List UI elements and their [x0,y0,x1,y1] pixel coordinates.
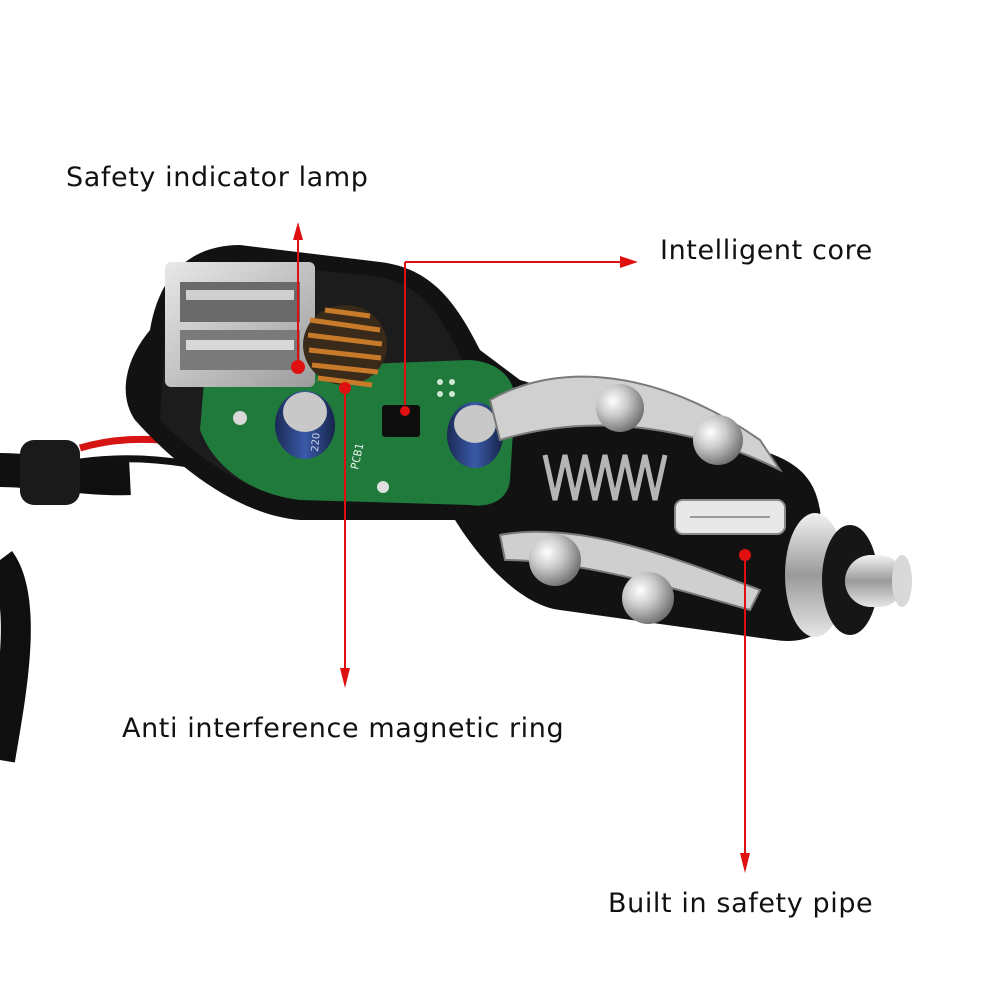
contact-dome [693,415,743,465]
contact-dome [596,384,644,432]
pcb-board: PCB1 [200,360,515,506]
callout-anti-interference-ring: Anti interference magnetic ring [122,713,565,744]
pcb-pad [377,481,389,493]
usb-port [165,262,315,387]
arrowhead-pipe [740,853,750,873]
callout-built-in-safety-pipe: Built in safety pipe [608,888,874,919]
mount-hole [233,411,247,425]
arrowhead-core [620,256,638,268]
callout-intelligent-core: Intelligent core [660,235,873,266]
pcb-silkscreen-label: PCB1 [348,442,366,471]
pipe-marker-dot [739,549,751,561]
safety-lamp-led [291,360,305,374]
callout-safety-indicator-lamp: Safety indicator lamp [66,162,369,193]
tip-connector [785,513,912,637]
core-marker-dot [400,406,410,416]
ic-chip [382,405,420,437]
arrowhead-ring [340,668,350,688]
contact-dome [622,572,674,624]
cable-connector [20,440,80,505]
svg-text:220: 220 [310,432,323,452]
fuse-tube [674,499,786,561]
capacitor-left: 220 [275,391,335,459]
spring [542,454,668,501]
callout-arrows [293,222,750,873]
capacitor-right [447,402,503,468]
arrowhead-lamp [293,222,303,240]
contact-dome [529,534,581,586]
copper-inductor [303,305,387,394]
ring-marker-dot [339,382,351,394]
